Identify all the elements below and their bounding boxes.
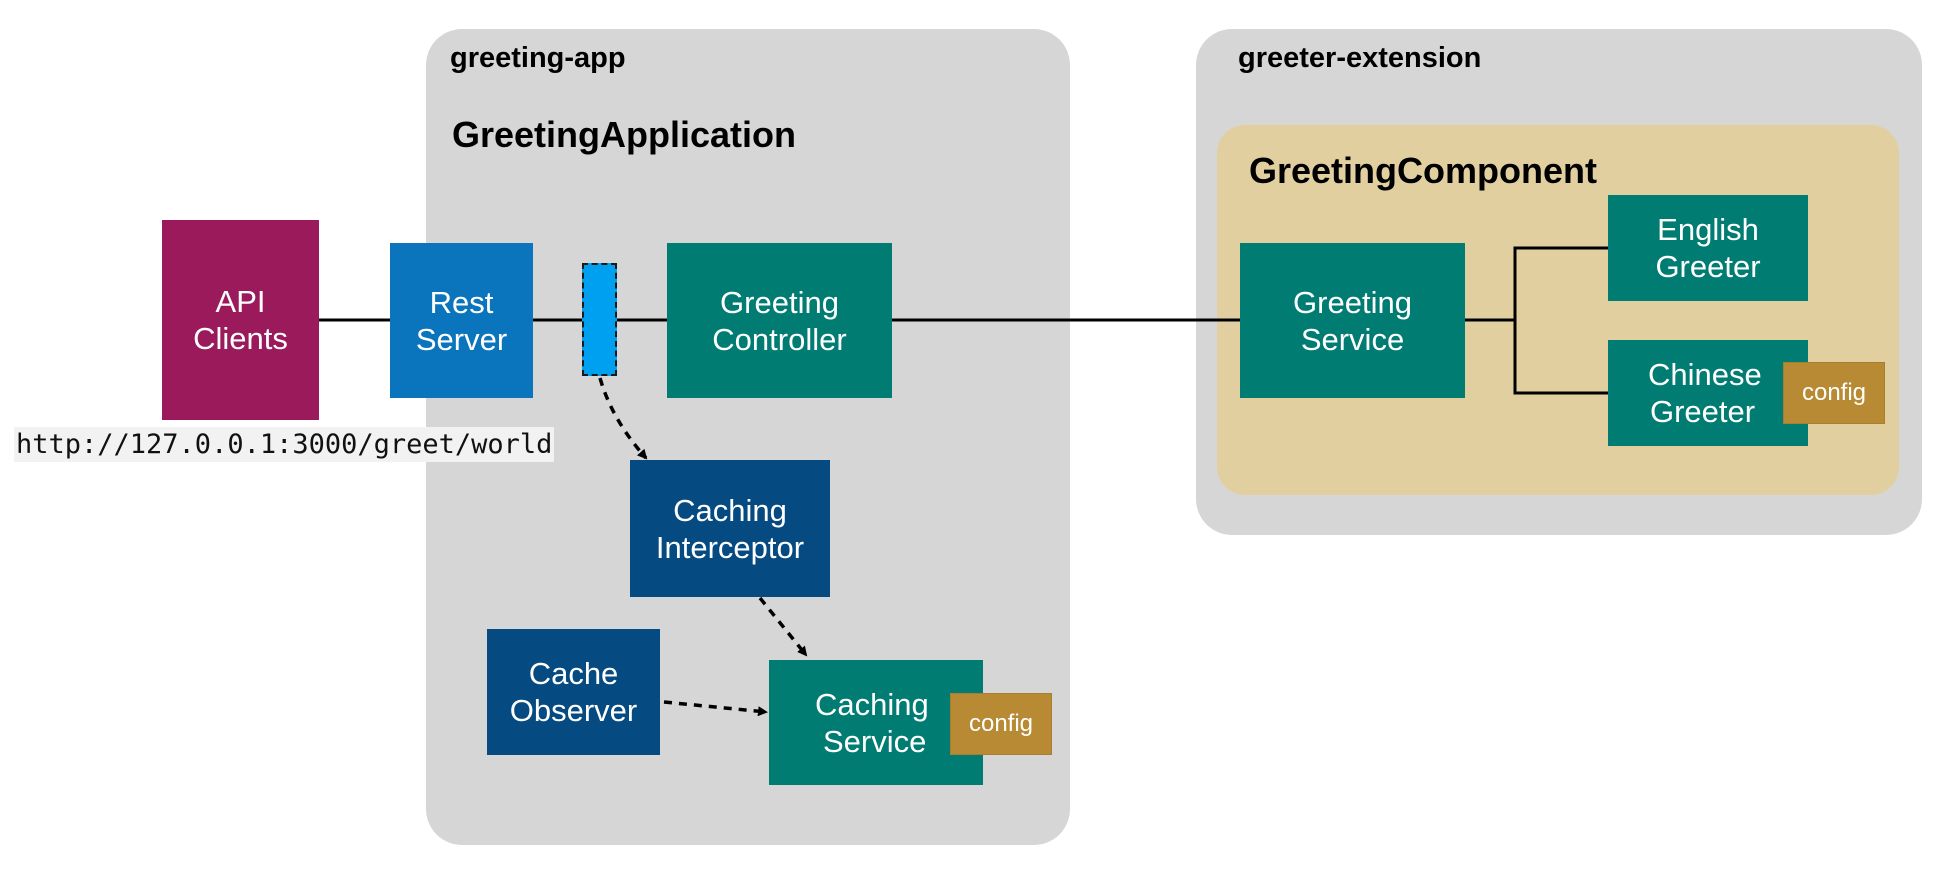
interceptor-arrow — [598, 377, 648, 460]
rest-server-label-line1: Rest — [429, 284, 494, 320]
api-clients-box[interactable]: API Clients — [162, 220, 319, 420]
cache-observer-label-line2: Observer — [509, 693, 638, 728]
chinese-greeter-label-line2: Greeter — [1650, 394, 1756, 429]
caching-service-box[interactable]: Caching Service — [769, 660, 983, 785]
caching-service-config-badge[interactable]: config — [950, 693, 1052, 755]
english-greeter-label-line1: English — [1657, 212, 1759, 247]
greeter-branch-line — [1464, 246, 1608, 322]
api-clients-label-line1: API — [215, 284, 266, 319]
greeting-service-label-line2: Service — [1300, 321, 1405, 357]
chinese-greeter-label-line1: Chinese — [1648, 357, 1762, 392]
greeter-extension-title: greeter-extension — [1238, 42, 1482, 74]
cache-observer-box[interactable]: Cache Observer — [487, 629, 660, 755]
observer-to-service-arrow — [663, 700, 768, 717]
caching-interceptor-label-line1: Caching — [673, 492, 787, 528]
english-greeter-label-line2: Greeter — [1655, 249, 1761, 284]
caching-interceptor-label-line2: Interceptor — [655, 529, 805, 565]
chinese-greeter-box[interactable]: Chinese Greeter — [1608, 340, 1808, 446]
greeting-controller-box[interactable]: Greeting Controller — [667, 243, 892, 398]
greeting-application-title: GreetingApplication — [452, 114, 797, 155]
rest-server-label-line2: Server — [415, 321, 508, 357]
english-greeter-box[interactable]: English Greeter — [1608, 195, 1808, 301]
chinese-greeter-config-badge[interactable]: config — [1783, 362, 1885, 424]
interceptor-marker[interactable] — [582, 263, 617, 376]
greeting-component-title: GreetingComponent — [1249, 150, 1597, 191]
greeting-controller-label-line1: Greeting — [720, 284, 839, 320]
caching-service-label-line2: Service — [823, 723, 927, 759]
caching-service-label-line1: Caching — [815, 686, 929, 722]
cache-observer-label-line1: Cache — [528, 656, 619, 691]
caching-interceptor-box[interactable]: Caching Interceptor — [630, 460, 830, 597]
greeting-service-box[interactable]: Greeting Service — [1240, 243, 1465, 398]
greeting-service-label-line1: Greeting — [1293, 284, 1412, 320]
interceptor-to-service-arrow — [758, 596, 808, 657]
request-url: http://127.0.0.1:3000/greet/world — [14, 427, 555, 462]
greeting-app-title: greeting-app — [450, 42, 626, 74]
greeting-controller-label-line2: Controller — [712, 321, 847, 357]
greeter-branch-line-lower — [1513, 320, 1608, 395]
api-clients-label-line2: Clients — [193, 321, 288, 356]
rest-server-box[interactable]: Rest Server — [390, 243, 533, 398]
